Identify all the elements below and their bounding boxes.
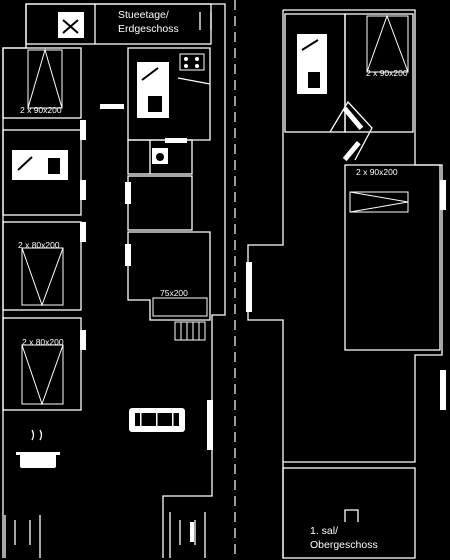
bed-left-low: [21, 344, 64, 406]
sink-icon: [58, 12, 84, 38]
bedroom-upper-right: [344, 13, 414, 133]
bed-size-label: 2 x 90x200: [356, 167, 398, 177]
bed-left-mid: [21, 247, 64, 307]
stove-icon: [179, 53, 205, 71]
ground-floor-label-line1: Stueetage/: [118, 9, 169, 21]
upper-floor-label-line1: 1. sal/: [310, 525, 338, 537]
shower-toilet-icon: [12, 150, 68, 180]
bed-upper: [349, 191, 409, 213]
stair-landing: [344, 509, 359, 522]
washing-machine-icon: [152, 148, 168, 164]
upper-floor-label-line2: Obergeschoss: [310, 539, 378, 551]
shower-toilet-icon: [137, 62, 169, 118]
porch-right: [169, 512, 206, 558]
bedroom-upper: [344, 164, 441, 351]
ground-floor-outline: [2, 3, 226, 558]
upper-floor: [246, 9, 446, 559]
bed-size-label: 2 x 80x200: [22, 337, 64, 347]
ground-floor: [2, 0, 236, 560]
dining-nook: [127, 231, 211, 321]
cooking-pot-icon: [16, 429, 60, 468]
porch-left: [4, 515, 41, 558]
bed-size-label: 2 x 90x200: [20, 105, 62, 115]
bathroom-center: [127, 47, 211, 141]
dining-size-label: 75x200: [160, 288, 188, 298]
shower-toilet-icon: [297, 34, 327, 94]
window: [80, 120, 86, 140]
bedroom-top-left: [2, 47, 82, 119]
bed-size-label: 2 x 90x200: [366, 68, 408, 78]
utility-room: [127, 139, 193, 175]
stair-room-upper: [282, 467, 416, 559]
upper-hall: [329, 100, 373, 161]
bed-upper-right: [366, 14, 409, 73]
window: [246, 262, 252, 312]
bed-size-label: 2 x 80x200: [18, 240, 60, 250]
bathroom-left: [2, 129, 82, 216]
bed-top-left: [27, 48, 63, 109]
ground-floor-label-line2: Erdgeschoss: [118, 23, 179, 35]
sofa-icon: [129, 408, 185, 432]
storage-room: [127, 175, 193, 231]
bedroom-left-mid: [2, 221, 82, 311]
bedroom-left-low: [2, 317, 82, 411]
stairs-ground: [174, 321, 206, 341]
